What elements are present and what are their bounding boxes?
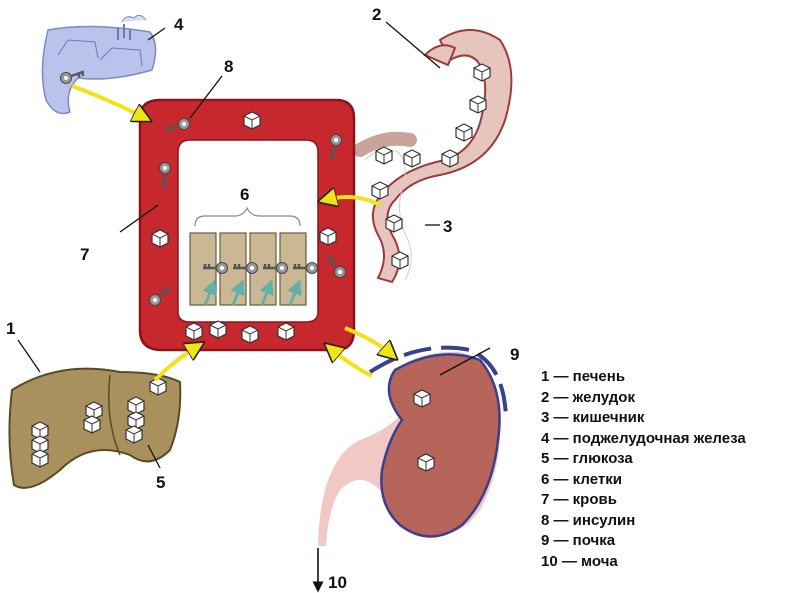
- legend: 1 — печень 2 — желудок 3 — кишечник 4 — …: [541, 367, 746, 572]
- label-3: 3: [443, 217, 452, 236]
- legend-item-liver: 1 — печень: [541, 367, 746, 388]
- legend-item-stomach: 2 — желудок: [541, 388, 746, 409]
- label-6: 6: [240, 185, 249, 204]
- legend-item-blood: 7 — кровь: [541, 490, 746, 511]
- kidney: [318, 348, 506, 546]
- label-5: 5: [156, 473, 165, 492]
- liver: [9, 369, 180, 488]
- label-9: 9: [510, 345, 519, 364]
- legend-item-cells: 6 — клетки: [541, 470, 746, 491]
- label-10: 10: [328, 573, 347, 592]
- blood-frame: [140, 100, 354, 350]
- legend-item-intestine: 3 — кишечник: [541, 408, 746, 429]
- legend-item-pancreas: 4 — поджелудочная железа: [541, 429, 746, 450]
- label-7: 7: [80, 245, 89, 264]
- legend-item-kidney: 9 — почка: [541, 531, 746, 552]
- legend-item-insulin: 8 — инсулин: [541, 511, 746, 532]
- label-2: 2: [372, 5, 381, 24]
- legend-item-urine: 10 — моча: [541, 552, 746, 573]
- label-4: 4: [174, 15, 184, 34]
- legend-item-glucose: 5 — глюкоза: [541, 449, 746, 470]
- label-8: 8: [224, 57, 233, 76]
- label-1: 1: [6, 319, 15, 338]
- pancreas: [42, 15, 155, 113]
